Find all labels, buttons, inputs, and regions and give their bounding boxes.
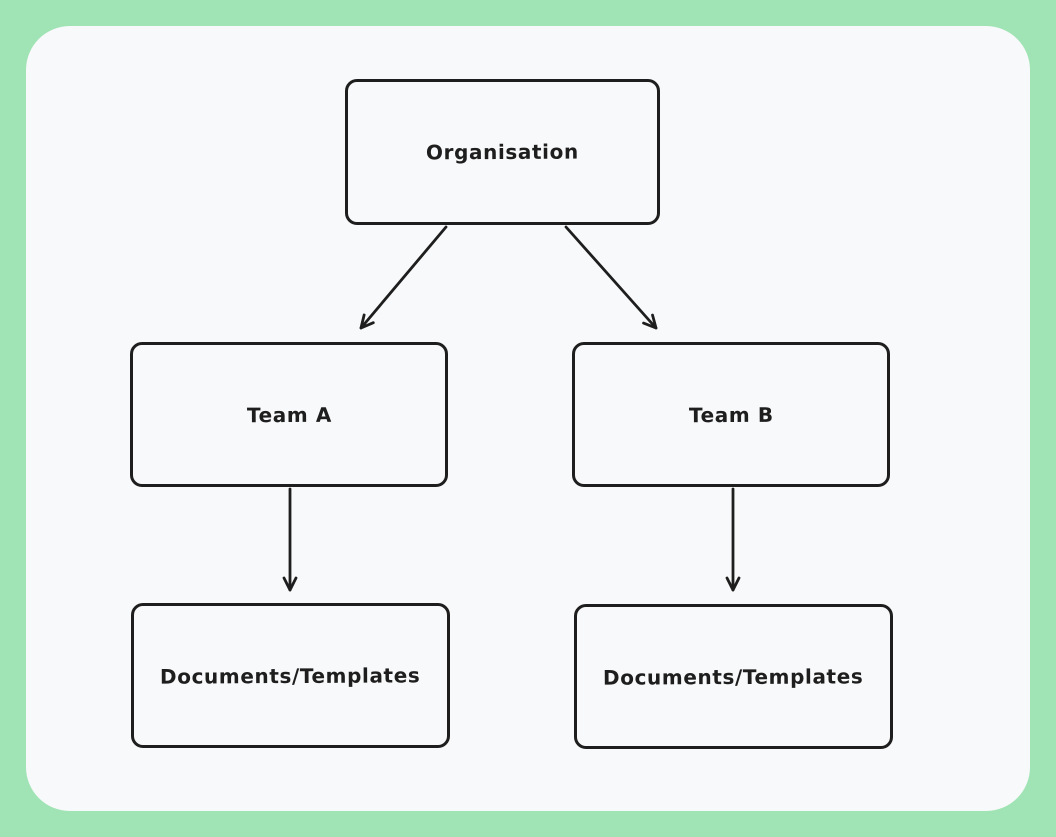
node-organisation[interactable]: Organisation — [345, 79, 660, 225]
node-organisation-label: Organisation — [426, 139, 579, 165]
node-documents-templates-a-label: Documents/Templates — [160, 662, 421, 689]
node-team-b-label: Team B — [688, 402, 774, 427]
node-team-b[interactable]: Team B — [572, 342, 890, 487]
node-documents-templates-a[interactable]: Documents/Templates — [131, 603, 450, 748]
edge-organisation-to-team-a[interactable] — [359, 225, 448, 330]
edge-organisation-to-team-b[interactable] — [564, 225, 658, 330]
node-documents-templates-b-label: Documents/Templates — [603, 663, 864, 690]
node-team-a-label: Team A — [246, 402, 332, 427]
drawing-canvas[interactable]: Organisation Team A Team B Documents/Tem… — [26, 26, 1030, 811]
node-team-a[interactable]: Team A — [130, 342, 448, 487]
node-documents-templates-b[interactable]: Documents/Templates — [574, 604, 893, 749]
